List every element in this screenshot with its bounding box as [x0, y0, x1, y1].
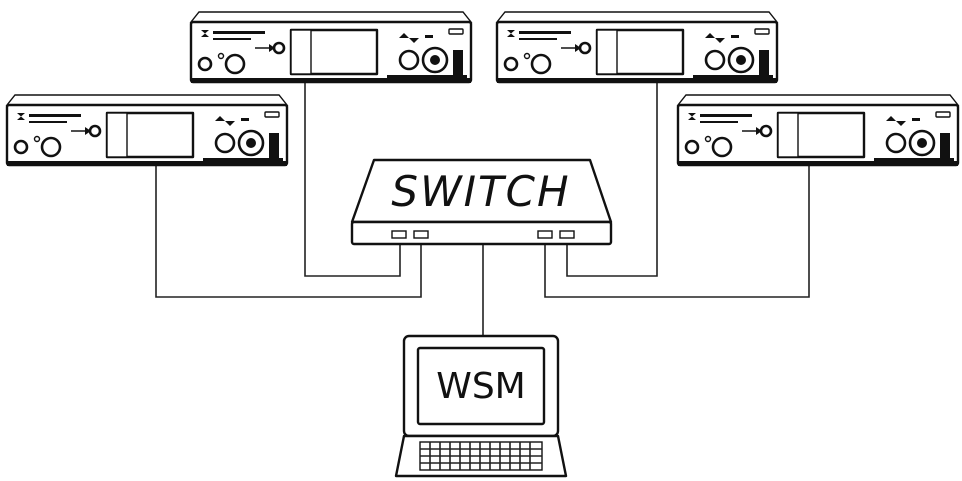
cable-receiver-right [544, 166, 810, 298]
network-cables [155, 82, 810, 336]
receiver-unit-top-left [189, 10, 473, 85]
cable-receiver-top-left [304, 82, 401, 277]
keyboard-icon [419, 441, 543, 471]
receiver-unit-left [5, 93, 289, 168]
cable-receiver-top-right [566, 82, 658, 277]
laptop-computer: WSM [394, 334, 568, 478]
laptop-screen-label: WSM [436, 366, 526, 407]
network-switch: SWITCH [350, 158, 613, 246]
cable-receiver-left [155, 166, 422, 298]
receiver-unit-top-right [495, 10, 779, 85]
switch-label: SWITCH [391, 167, 570, 216]
receiver-unit-right [676, 93, 960, 168]
